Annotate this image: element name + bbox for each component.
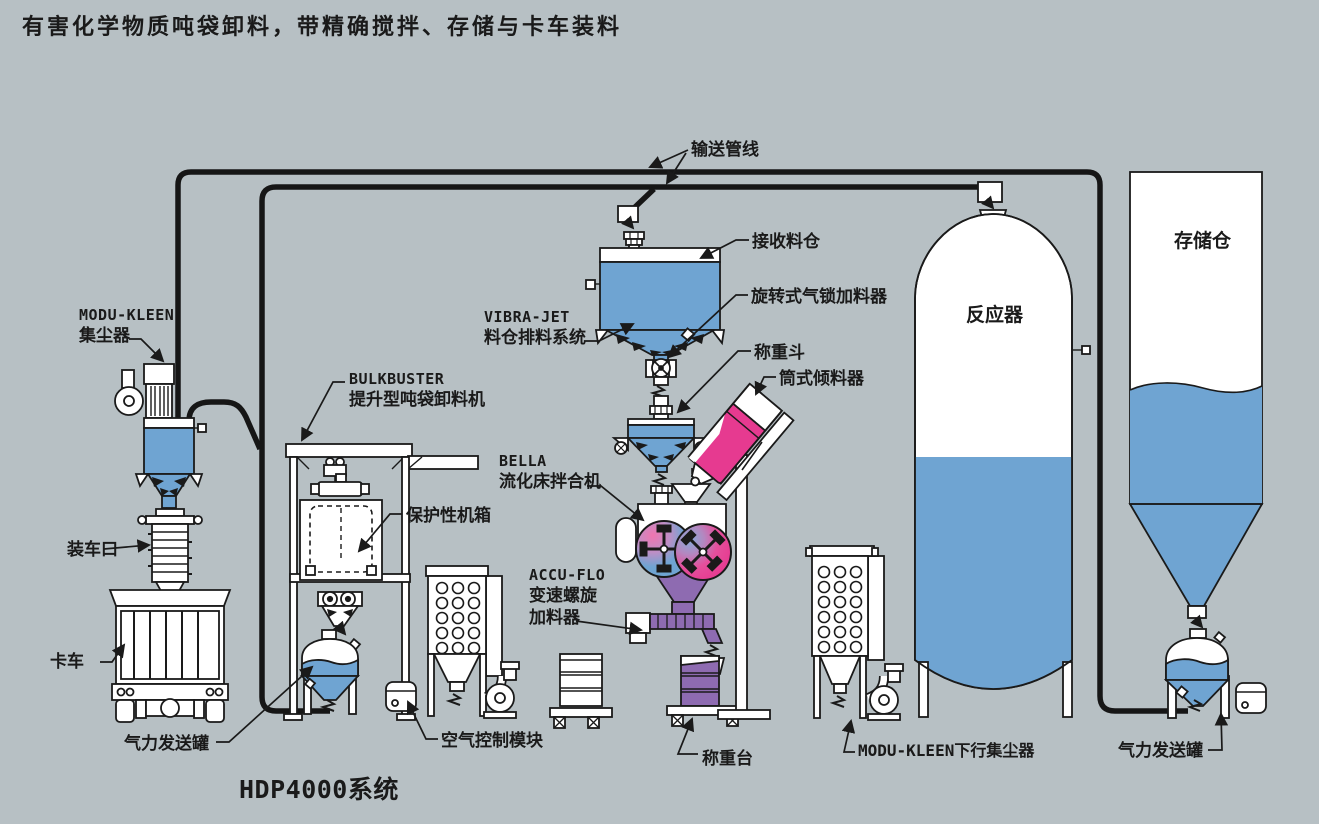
label-bulkbuster-cn: 提升型吨袋卸料机	[349, 390, 485, 410]
label-bella-en: BELLA	[499, 452, 547, 470]
label-rotary-airlock: 旋转式气锁加料器	[751, 287, 887, 306]
label-accu-flo-en: ACCU-FLO	[529, 566, 606, 584]
dust-collector	[425, 565, 520, 719]
conveying-pipe-b	[259, 184, 984, 714]
label-pneumatic-vessel-left: 气力发送罐	[124, 734, 209, 753]
weigh-hopper	[611, 418, 711, 507]
air-control-module-right	[1235, 682, 1267, 714]
label-weigh-platform: 称重台	[702, 749, 753, 768]
label-storage-silo: 存储仓	[1174, 231, 1232, 252]
label-leaders	[100, 149, 1229, 755]
pneumatic-vessel-right	[1163, 628, 1231, 719]
receiving-silo	[585, 205, 726, 361]
label-accu-flo: ACCU-FLO 变速螺旋 加料器	[529, 566, 605, 629]
label-modu-kleen-en: MODU-KLEEN	[79, 306, 175, 324]
modu-kleen-collector	[114, 363, 207, 520]
label-bulkbuster: BULKBUSTER 提升型吨袋卸料机	[349, 370, 485, 411]
weigh-platform-drum	[666, 655, 744, 727]
label-bella-cn: 流化床拌合机	[499, 472, 601, 492]
drum-tipper	[687, 382, 795, 720]
label-reactor: 反应器	[966, 305, 1024, 326]
white-drum-dolly	[549, 653, 613, 729]
label-modu-kleen-downflow: MODU-KLEEN下行集尘器	[858, 741, 1035, 760]
label-vibra-jet-cn: 料仓排料系统	[484, 328, 586, 348]
label-weigh-hopper: 称重斗	[754, 343, 805, 362]
label-vibra-jet-en: VIBRA-JET	[484, 308, 570, 326]
label-air-control-module: 空气控制模块	[441, 731, 543, 750]
label-vibra-jet: VIBRA-JET 料仓排料系统	[484, 308, 586, 349]
label-accu-flo-cn2: 加料器	[529, 607, 580, 627]
storage-silo	[1128, 171, 1264, 629]
pneumatic-vessel-left	[299, 629, 362, 715]
system-name: HDP4000系统	[239, 775, 399, 804]
label-drum-tipper: 筒式倾料器	[779, 369, 864, 388]
label-pneumatic-vessel-right: 气力发送罐	[1118, 741, 1203, 760]
label-protective-enclosure: 保护性机箱	[406, 506, 491, 525]
page-bottom-strip	[0, 824, 1319, 838]
bella-mixer	[615, 503, 732, 615]
label-truck: 卡车	[50, 652, 84, 671]
label-loading-spout: 装车口	[67, 540, 118, 559]
modu-kleen-downflow-collector	[805, 545, 904, 721]
label-receiving-silo: 接收料仓	[752, 232, 820, 251]
loading-spout	[137, 508, 203, 601]
label-modu-kleen-cn: 集尘器	[79, 326, 130, 346]
label-accu-flo-cn1: 变速螺旋	[529, 586, 597, 606]
conveying-pipe-a	[175, 169, 1188, 714]
modu-kleen-vent-pipe	[186, 399, 263, 451]
conveying-pipes	[175, 169, 1188, 714]
rotary-airlock	[645, 358, 677, 378]
label-modu-kleen: MODU-KLEEN 集尘器	[79, 306, 174, 347]
reactor	[914, 181, 1091, 718]
diagram-title: 有害化学物质吨袋卸料，带精确搅拌、存储与卡车装料	[22, 14, 623, 39]
air-control-module-left	[385, 681, 417, 712]
label-bella: BELLA 流化床拌合机	[499, 452, 601, 493]
label-bulkbuster-en: BULKBUSTER	[349, 370, 445, 388]
truck	[108, 589, 232, 723]
label-conveying-line: 输送管线	[691, 140, 759, 159]
airlock-drop-tube	[649, 376, 673, 420]
